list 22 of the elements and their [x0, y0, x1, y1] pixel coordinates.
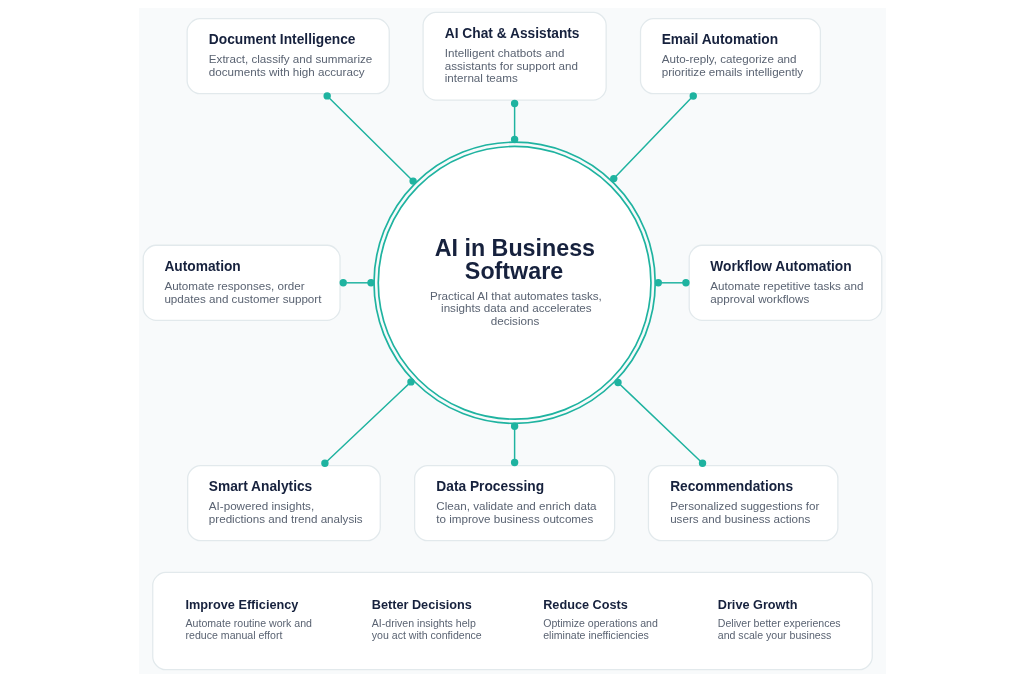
node-box: Automation Automate responses, order updates and customer support — [142, 244, 341, 321]
node-box: Document Intelligence Extract, classify and summarize documents with high accuracy — [186, 17, 390, 95]
connector — [320, 378, 415, 467]
connector — [654, 279, 690, 287]
node-text: Drive Growth Deliver better experiences and scale your business — [717, 598, 841, 642]
node-circle: AI in Business Software Practical AI that automates tasks, insights data and accelerates decisions — [372, 141, 656, 425]
node-text: Reduce Costs Optimize operations and eliminate inefficiencies — [542, 598, 658, 642]
node-box: Email Automation Auto-reply, categorize and prioritize emails intelligently — [639, 17, 821, 95]
node-text: Better Decisions AI-driven insights help you act with confidence — [371, 598, 482, 642]
node-box: Workflow Automation Automate repetitive tasks and approval workflows — [688, 244, 882, 321]
connector — [613, 378, 706, 467]
node-box: Data Processing Clean, validate and enrich data to improve business outcomes — [413, 464, 615, 542]
connector — [510, 422, 518, 467]
cluster — [151, 571, 873, 671]
connector — [609, 92, 697, 183]
node-box: Recommendations Personalized suggestions for users and business actions — [647, 464, 838, 542]
connector — [510, 99, 518, 144]
node-box: Smart Analytics AI-powered insights, predictions and trend analysis — [186, 464, 381, 542]
node-box: AI Chat & Assistants Intelligent chatbots and assistants for support and internal teams — [421, 11, 607, 101]
node-text: Improve Efficiency Automate routine work and reduce manual effort — [185, 598, 312, 642]
connector — [339, 279, 375, 287]
connector — [323, 92, 417, 185]
